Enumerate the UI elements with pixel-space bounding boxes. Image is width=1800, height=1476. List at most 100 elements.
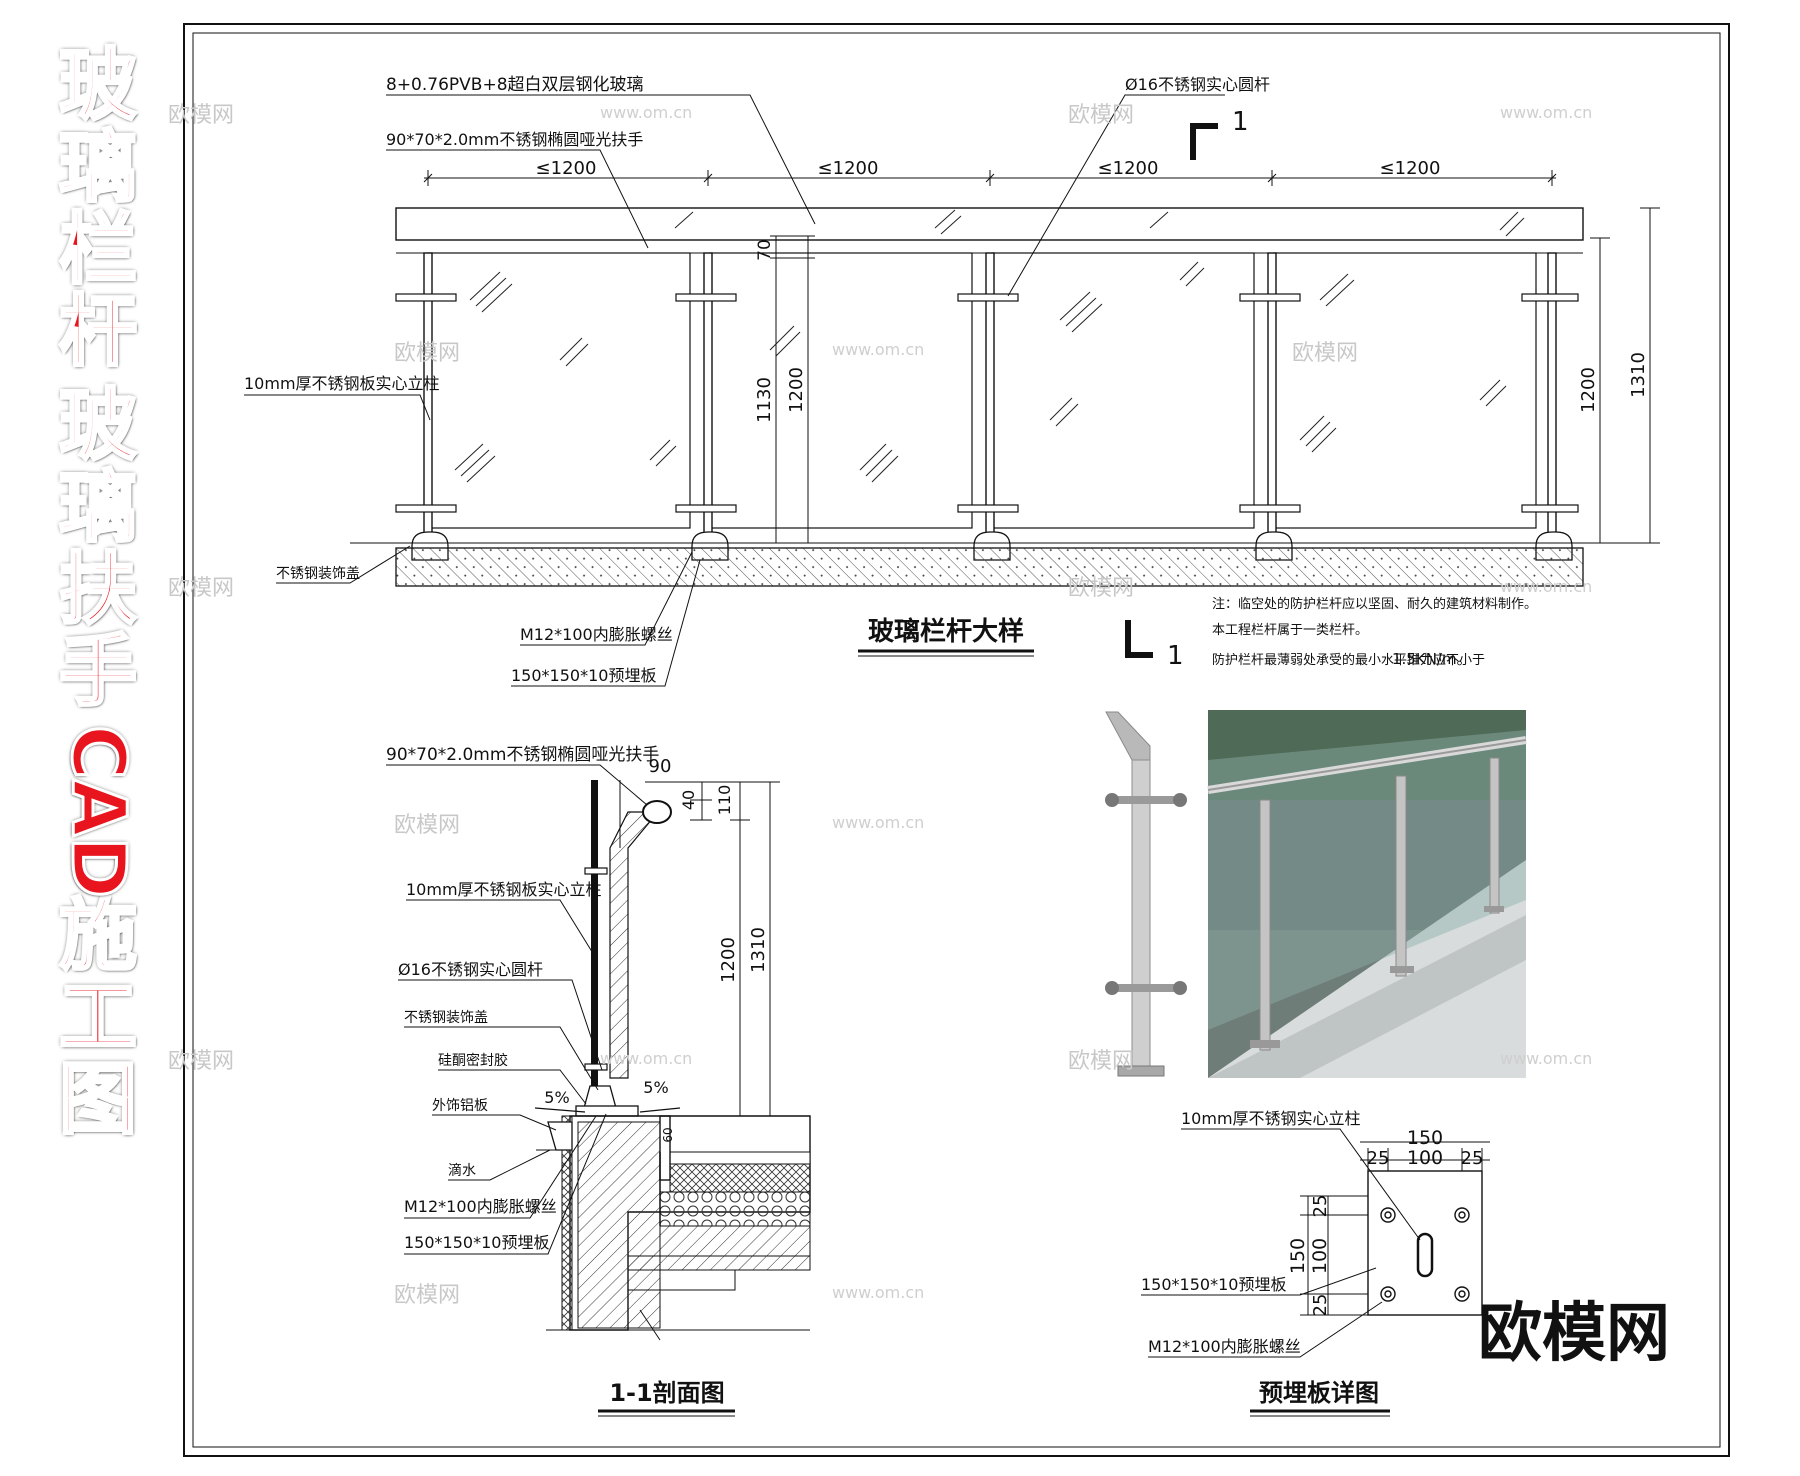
plate-bolts: [1380, 1207, 1470, 1302]
leader-cover: [276, 545, 411, 584]
inner-frame: [192, 32, 1721, 1448]
note-line-1: 注：临空处的防护栏杆应以坚固、耐久的建筑材料制作。: [1212, 596, 1537, 612]
leader-glass: [386, 94, 816, 225]
post-product-photo: [1105, 711, 1187, 1077]
watermarks: 欧模网 www.om.cn 欧模网 www.om.cn 欧模网 www.om.c…: [168, 103, 1670, 1371]
section-label-bolt: M12*100内膨胀螺丝: [404, 1197, 557, 1216]
section-label-cover: 不锈钢装饰盖: [404, 1010, 488, 1026]
section-marker-top: [1190, 123, 1218, 160]
dim-40: 40: [679, 790, 698, 810]
watermark-url: www.om.cn: [600, 103, 692, 122]
slope-left: 5%: [544, 1088, 569, 1107]
dim-110: 110: [715, 785, 734, 816]
outer-frame: [183, 23, 1730, 1457]
plate-dim-100-side: 100: [1309, 1238, 1331, 1274]
leader-handrail: [386, 149, 649, 249]
section-label-handrail: 90*70*2.0mm不锈钢椭圆哑光扶手: [386, 745, 659, 765]
watermark-url: www.om.cn: [1500, 1049, 1592, 1068]
watermark-brand: 欧模网: [168, 576, 234, 601]
section-mark-bottom: 1: [1167, 641, 1184, 671]
installed-railing-photo: [1207, 710, 1527, 1078]
leader-rod: [1007, 94, 1225, 297]
label-bolt: M12*100内膨胀螺丝: [520, 625, 673, 644]
title-char: 扶: [57, 545, 138, 635]
title-char: 栏: [57, 205, 138, 295]
plate-label-post: 10mm厚不锈钢实心立柱: [1181, 1109, 1361, 1128]
plate-dim-100-top: 100: [1407, 1147, 1443, 1169]
floor-slab: [395, 547, 1584, 587]
leader-post: [244, 394, 431, 421]
title-char: 图: [57, 1055, 138, 1145]
note-line-2: 本工程栏杆属于一类栏杆。: [1212, 623, 1368, 638]
title-char: 工: [57, 973, 138, 1063]
plate-dim-150-side: 150: [1287, 1238, 1309, 1274]
watermark-url: www.om.cn: [1500, 103, 1592, 122]
watermark-brand: 欧模网: [1068, 576, 1134, 601]
span-label: ≤1200: [536, 158, 597, 179]
watermark-brand: 欧模网: [394, 341, 460, 366]
section-drawing: 5% 5%: [386, 745, 811, 1417]
section-label-sealant: 硅酮密封胶: [438, 1052, 508, 1069]
plate-label-plate: 150*150*10预埋板: [1141, 1275, 1286, 1294]
dim-70: 70: [755, 239, 775, 261]
watermark-url: www.om.cn: [832, 340, 924, 359]
section-post: [591, 780, 598, 1088]
dim-1200: 1200: [718, 937, 739, 983]
dim-1200-right: 1200: [1578, 367, 1599, 413]
leader-plate: [511, 559, 701, 687]
label-rod: Ø16不锈钢实心圆杆: [1125, 75, 1270, 94]
label-cover: 不锈钢装饰盖: [276, 566, 360, 582]
plate-title: 预埋板详图: [1259, 1379, 1379, 1407]
label-plate: 150*150*10预埋板: [511, 666, 656, 685]
leader-bolt: [520, 551, 693, 646]
elevation-drawing: ≤1200 ≤1200 ≤1200 ≤1200 8+0.76PVB+8超白双层钢…: [244, 75, 1660, 687]
title-char: 杆: [57, 287, 138, 377]
dim-1310: 1310: [748, 927, 769, 973]
section-title: 1-1剖面图: [609, 1379, 724, 1407]
watermark-brand: 欧模网: [394, 1283, 460, 1308]
title-char: 手: [57, 627, 138, 717]
watermark-url: www.om.cn: [600, 1049, 692, 1068]
section-label-rod: Ø16不锈钢实心圆杆: [398, 960, 543, 979]
section-label-drip: 滴水: [448, 1162, 476, 1179]
note-line-3: 防护栏杆最薄弱处承受的最小水平推力应不小于: [1212, 652, 1485, 668]
plate-detail-drawing: 150 25 100 25 25 100 150 25 10mm厚不锈钢实心立柱…: [1141, 1109, 1490, 1417]
title-char: 施: [57, 891, 138, 981]
dim-60: 60: [661, 1127, 675, 1142]
dim-1310: 1310: [1628, 352, 1649, 398]
plate-label-bolt: M12*100内膨胀螺丝: [1148, 1337, 1301, 1356]
watermark-brand: 欧模网: [394, 813, 460, 838]
title-char: 璃: [57, 123, 138, 213]
elevation-vertical-dims: [770, 207, 1660, 544]
span-label: ≤1200: [1098, 158, 1159, 179]
vertical-title: 玻 璃 栏 杆 玻 璃 扶 手 CAD 施 工 图: [38, 41, 158, 1145]
watermark-brand: 欧模网: [168, 103, 234, 128]
title-char: 玻: [57, 41, 138, 131]
dim-1130: 1130: [754, 377, 775, 423]
watermark-url: www.om.cn: [832, 1283, 924, 1302]
title-char: 璃: [57, 463, 138, 553]
product-photos: [1105, 710, 1527, 1078]
handrail-top: [395, 207, 1584, 241]
watermark-brand: 欧模网: [1068, 1049, 1134, 1074]
watermark-brand: 欧模网: [168, 1049, 234, 1074]
watermark-url: www.om.cn: [832, 813, 924, 832]
dim-1200-left: 1200: [786, 367, 807, 413]
section-marker-bottom: [1125, 620, 1153, 658]
label-glass: 8+0.76PVB+8超白双层钢化玻璃: [386, 75, 644, 95]
plate-dim-25c: 25: [1310, 1195, 1331, 1218]
watermark-url: www.om.cn: [1500, 577, 1592, 596]
section-handrail: [642, 800, 672, 824]
span-label: ≤1200: [1380, 158, 1441, 179]
label-post: 10mm厚不锈钢板实心立柱: [244, 374, 440, 393]
span-label: ≤1200: [818, 158, 879, 179]
glass-clamps: [395, 293, 1579, 513]
section-label-post: 10mm厚不锈钢板实心立柱: [406, 880, 602, 899]
glass-panels: [427, 209, 1537, 529]
plate-dims: [1300, 1141, 1490, 1316]
section-glass-bracket: [609, 811, 660, 1079]
elevation-title: 玻璃栏杆大样: [868, 616, 1024, 647]
plate-dim-25d: 25: [1310, 1294, 1331, 1317]
